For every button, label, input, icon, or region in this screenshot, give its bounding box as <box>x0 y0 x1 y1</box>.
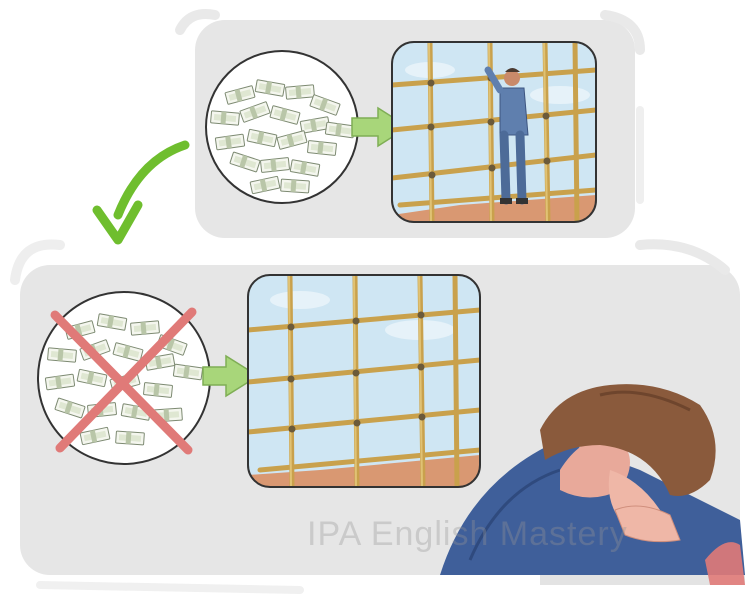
money-stack-crossed-icon <box>37 291 211 465</box>
right-arrow-icon <box>202 354 260 398</box>
worker-figure <box>484 66 529 205</box>
scaffold-with-worker <box>391 41 597 223</box>
empty-scaffold <box>247 274 481 488</box>
stressed-person-illustration <box>440 384 745 585</box>
cross-mark-icon <box>50 307 197 455</box>
money-stack-icon <box>205 50 359 204</box>
check-arrow-icon <box>92 140 190 245</box>
watermark-text: IPA English Mastery <box>307 515 628 553</box>
